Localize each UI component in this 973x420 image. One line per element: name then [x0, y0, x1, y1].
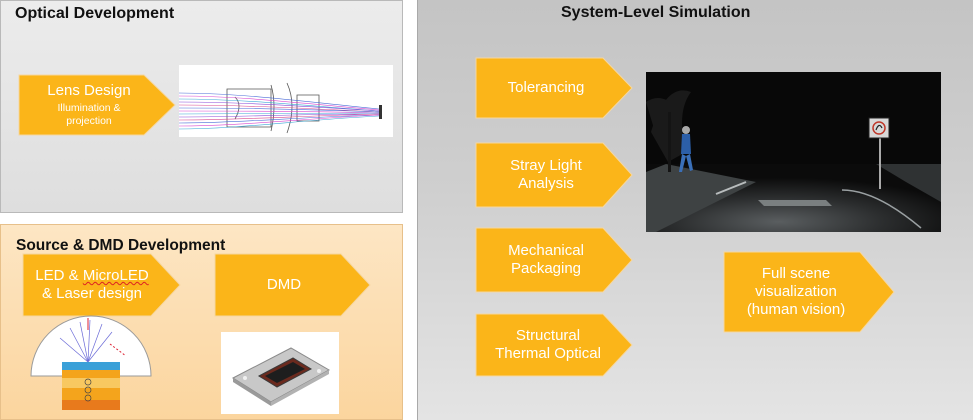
- lens-design-sub1: Illumination &: [57, 102, 121, 115]
- led-text: LED &: [35, 267, 83, 284]
- sto-line2: Thermal Optical: [495, 345, 601, 362]
- lens-design-sub2: projection: [66, 115, 112, 127]
- full-scene-arrow[interactable]: Full scene visualization (human vision): [723, 251, 895, 333]
- stray-light-line2: Analysis: [518, 175, 574, 192]
- microled-text: MicroLED: [82, 267, 149, 284]
- structural-thermal-optical-arrow[interactable]: Structural Thermal Optical: [475, 313, 633, 377]
- mechanical-packaging-arrow[interactable]: Mechanical Packaging: [475, 227, 633, 293]
- lens-ray-trace-image: [178, 65, 393, 137]
- source-dmd-title: Source & DMD Development: [16, 237, 226, 254]
- full-scene-line2: visualization: [755, 283, 837, 300]
- dmd-arrow[interactable]: DMD: [214, 253, 371, 317]
- led-design-arrow[interactable]: LED & MicroLED & Laser design: [22, 253, 181, 317]
- tolerancing-arrow[interactable]: Tolerancing: [475, 57, 633, 119]
- stray-light-line1: Stray Light: [510, 157, 582, 174]
- dmd-chip-image: [221, 332, 339, 414]
- optical-development-title: Optical Development: [15, 5, 175, 22]
- led-cross-section-image: [30, 314, 152, 414]
- led-design-line1: LED & MicroLED: [35, 267, 148, 285]
- dmd-label: DMD: [266, 276, 302, 293]
- lens-design-arrow[interactable]: Lens Design Illumination & projection: [18, 74, 176, 136]
- system-simulation-title: System-Level Simulation: [561, 4, 751, 21]
- stray-light-arrow[interactable]: Stray Light Analysis: [475, 142, 633, 208]
- night-scene-image: [646, 72, 941, 232]
- full-scene-line3: (human vision): [746, 301, 846, 318]
- full-scene-line1: Full scene: [761, 265, 831, 282]
- lens-design-label: Lens Design: [47, 82, 131, 100]
- led-design-line2: & Laser design: [41, 285, 143, 302]
- mechanical-line2: Packaging: [510, 260, 582, 277]
- tolerancing-label: Tolerancing: [507, 79, 585, 96]
- mechanical-line1: Mechanical: [508, 242, 584, 259]
- sto-line1: Structural: [515, 327, 581, 344]
